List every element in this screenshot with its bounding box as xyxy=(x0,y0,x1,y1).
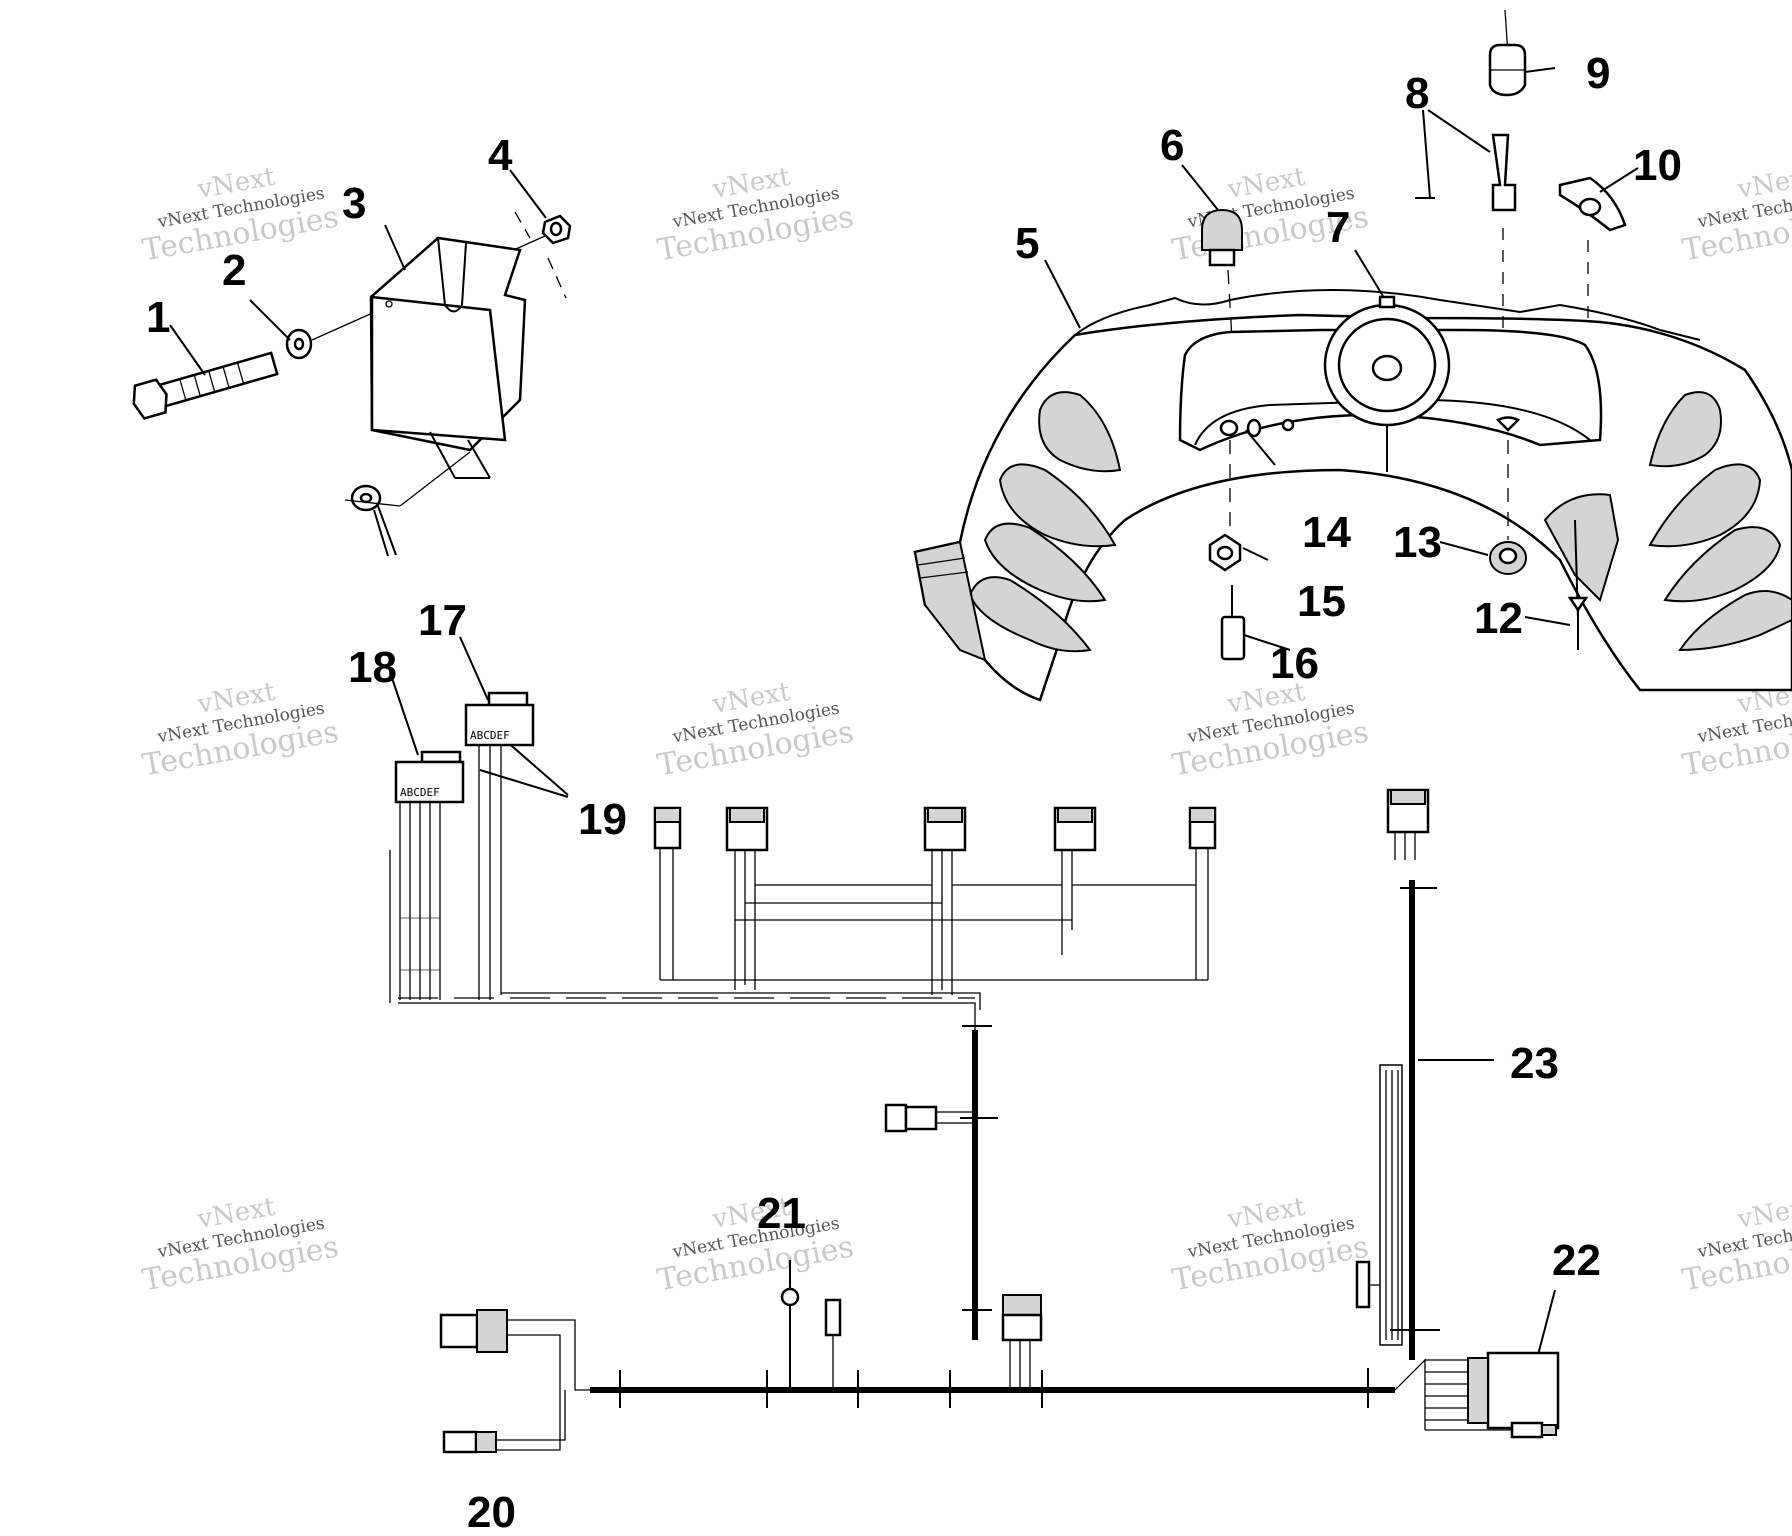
pin-socket xyxy=(1220,585,1246,661)
callout-17: 17 xyxy=(418,596,467,645)
callout-14: 14 xyxy=(1302,508,1351,557)
callout-3: 3 xyxy=(342,179,366,228)
callout-4: 4 xyxy=(488,131,513,180)
connector-17: ABCDEF xyxy=(464,691,535,747)
connector-wires xyxy=(389,745,502,1003)
screw xyxy=(1567,595,1589,650)
left-vents xyxy=(968,391,1122,653)
connector-17-pins: ABCDEF xyxy=(470,729,510,742)
ring-terminal xyxy=(780,1287,842,1390)
callout-16: 16 xyxy=(1270,639,1319,688)
callout-7: 7 xyxy=(1326,203,1350,252)
connector-18: ABCDEF xyxy=(394,750,465,804)
socket xyxy=(1415,133,1517,330)
regulator-assembly xyxy=(132,211,572,557)
regulator-box xyxy=(369,236,527,479)
callout-12: 12 xyxy=(1474,594,1523,643)
console-panel xyxy=(913,289,1792,702)
wiring-harness: ABCDEF ABCDEF xyxy=(389,691,1560,1454)
trunk-ties xyxy=(619,1368,1369,1408)
side-connector xyxy=(884,1103,975,1133)
callout-5: 5 xyxy=(1015,219,1039,268)
gauge xyxy=(1323,295,1451,472)
connector-18-pins: ABCDEF xyxy=(400,786,440,799)
callout-1: 1 xyxy=(146,293,170,342)
harness-23 xyxy=(1355,788,1440,1360)
callout-19: 19 xyxy=(578,795,627,844)
callout-18: 18 xyxy=(348,643,397,692)
callout-10: 10 xyxy=(1633,141,1682,190)
indicator-light xyxy=(1201,208,1243,341)
callout-22: 22 xyxy=(1552,1236,1601,1285)
callout-13: 13 xyxy=(1393,518,1442,567)
ground-lead xyxy=(344,451,471,557)
bolt xyxy=(132,351,279,420)
connector-20 xyxy=(439,1309,590,1454)
callout-20: 20 xyxy=(467,1488,516,1536)
upper-connectors xyxy=(653,806,1217,995)
clip xyxy=(1558,176,1627,322)
callout-6: 6 xyxy=(1160,121,1184,170)
hex-nut xyxy=(1208,440,1242,572)
callout-numbers: 1 2 3 4 5 6 7 8 9 10 12 13 14 15 16 17 1… xyxy=(146,49,1682,1536)
callout-8: 8 xyxy=(1405,69,1429,118)
callout-21: 21 xyxy=(757,1189,806,1238)
callout-15: 15 xyxy=(1297,577,1346,626)
callout-9: 9 xyxy=(1586,49,1610,98)
bulb xyxy=(1488,9,1527,97)
trunk-connector xyxy=(1001,1294,1043,1390)
nut xyxy=(541,214,572,245)
callout-23: 23 xyxy=(1510,1039,1559,1088)
round-nut xyxy=(1489,440,1527,575)
connector-22 xyxy=(1394,1351,1560,1439)
console-small-parts xyxy=(1201,9,1627,661)
right-vents xyxy=(1648,391,1792,652)
callout-2: 2 xyxy=(222,246,246,295)
leader-lines xyxy=(169,67,1639,1356)
washer xyxy=(285,328,313,360)
